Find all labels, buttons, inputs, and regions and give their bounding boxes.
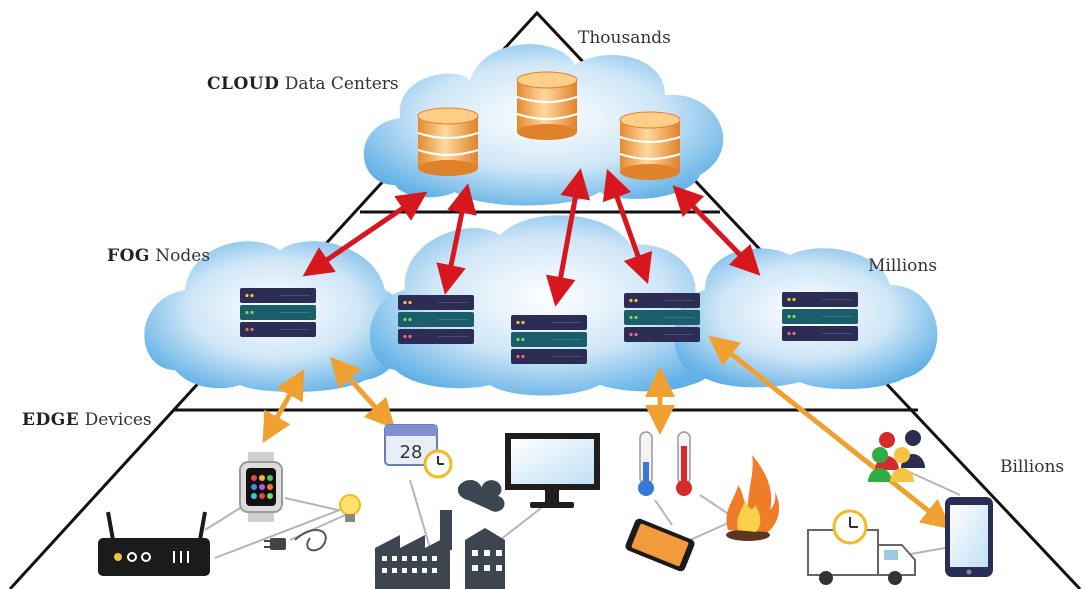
fog-tier-count: Millions [868, 256, 938, 276]
server-icon [781, 291, 859, 342]
server-icon [239, 287, 317, 338]
edge-tier-label: EDGE Devices [22, 410, 152, 430]
fog-tier-label: FOG Nodes [107, 246, 210, 266]
cloud-tier-suffix: Data Centers [279, 74, 399, 94]
monitor-icon [505, 433, 600, 508]
fire-icon [726, 455, 780, 541]
clock-icon [832, 509, 868, 545]
smartphone-icon [945, 497, 993, 577]
server-icon [510, 314, 588, 365]
smartphone-icon [625, 518, 695, 572]
fog-tier-suffix: Nodes [149, 246, 211, 266]
people-icon [868, 430, 925, 482]
clock-icon [423, 449, 453, 479]
calendar-icon: 28 [384, 424, 438, 466]
server-icon [397, 294, 475, 345]
edge-tier-keyword: EDGE [22, 410, 80, 430]
database-icon [417, 107, 479, 177]
server-icon [623, 292, 701, 343]
thermometer-icon [676, 431, 692, 496]
factory-icon [375, 479, 505, 589]
router-icon [98, 511, 210, 576]
calendar-day: 28 [400, 442, 423, 463]
fog-tier-keyword: FOG [107, 246, 150, 266]
plug-icon [264, 529, 327, 552]
watch-icon [239, 452, 283, 522]
cloud-tier-keyword: CLOUD [207, 74, 280, 94]
fog-edge-arrows [262, 335, 952, 530]
cloud-tier-label: CLOUD Data Centers [207, 74, 399, 94]
lightbulb-icon [339, 494, 361, 522]
thermometer-icon [638, 431, 654, 496]
database-icon [516, 71, 578, 141]
edge-tier-count: Billions [1000, 457, 1065, 477]
cloud-tier-count: Thousands [578, 28, 671, 48]
database-icon [619, 111, 681, 181]
cloud-fog-arrows [302, 168, 761, 307]
edge-tier-suffix: Devices [79, 410, 152, 430]
